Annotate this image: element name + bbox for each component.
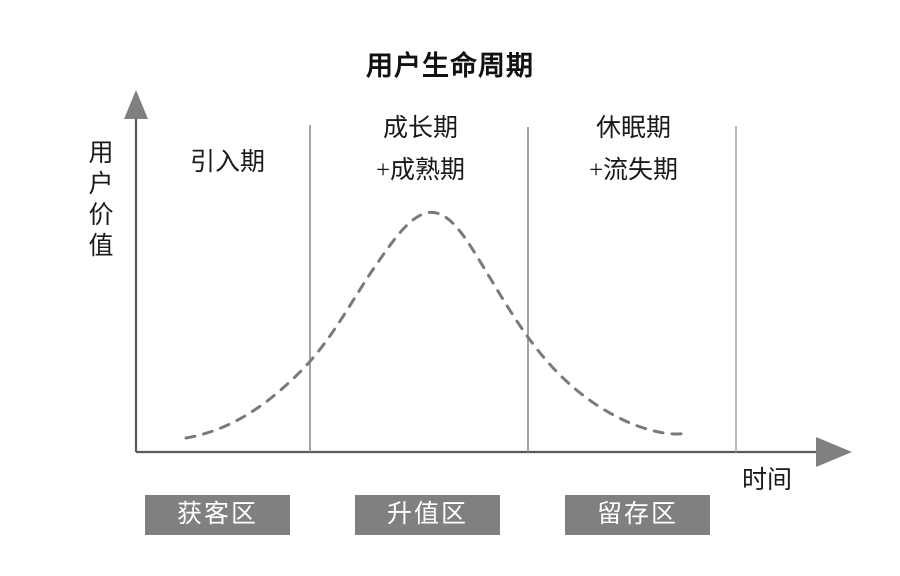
- phase-label-growth: 成长期 +成熟期: [318, 108, 523, 192]
- zone-badge-retention: 留存区: [565, 495, 710, 535]
- phase-label-growth-line-0: 成长期: [382, 115, 458, 142]
- phase-label-dormant-line-1: +流失期: [588, 157, 679, 184]
- phase-label-dormant-line-0: 休眠期: [595, 115, 671, 142]
- y-axis-label-char-1: 户: [88, 171, 114, 198]
- zone-badge-acquisition: 获客区: [145, 495, 290, 535]
- y-axis-arrow-icon: [124, 90, 148, 119]
- y-axis-label-char-3: 值: [88, 233, 114, 260]
- y-axis-label-char-0: 用: [88, 140, 114, 167]
- page-title: 用户生命周期: [366, 51, 534, 81]
- x-axis-arrow-icon: [816, 437, 852, 467]
- y-axis-label: 用 户 价 值: [84, 138, 118, 262]
- lifecycle-curve: [184, 210, 690, 440]
- phase-label-introduction: 引入期: [150, 142, 305, 184]
- phase-label-introduction-line-0: 引入期: [189, 149, 265, 176]
- phase-label-dormant: 休眠期 +流失期: [536, 108, 731, 192]
- zone-badge-value-growth: 升值区: [355, 495, 500, 535]
- y-axis-label-char-2: 价: [88, 202, 114, 229]
- x-axis-label: 时间: [742, 467, 793, 494]
- phase-label-growth-line-1: +成熟期: [375, 157, 466, 184]
